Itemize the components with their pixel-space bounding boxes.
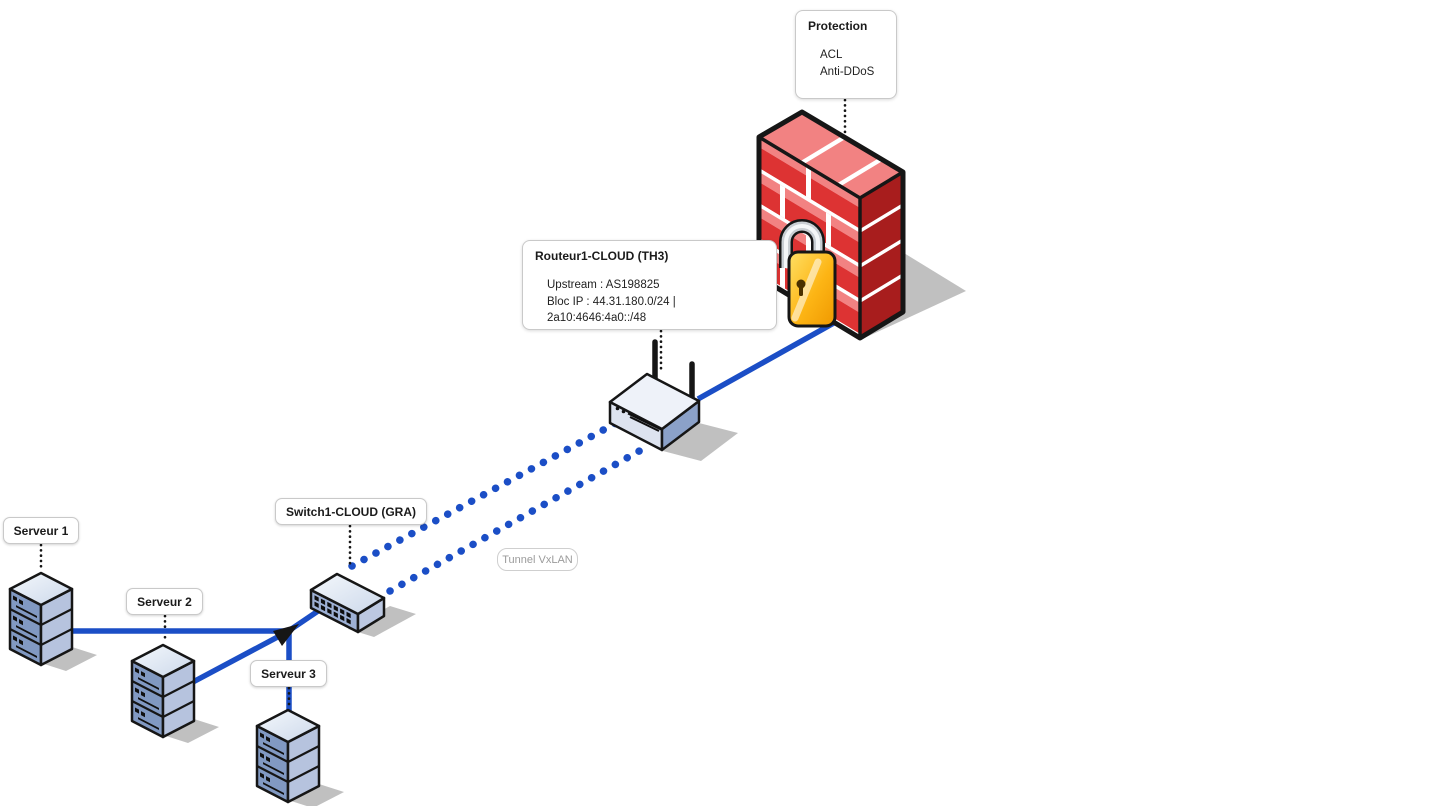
router-antennas: [652, 339, 695, 401]
tunnel-vxlan-lines: [348, 418, 654, 595]
server3-label[interactable]: Serveur 3: [250, 660, 327, 687]
server3-icon[interactable]: [255, 708, 346, 806]
padlock-keyhole: [796, 279, 806, 289]
label-connectors: [39, 98, 847, 710]
flow-arrowhead: [273, 624, 299, 646]
switch-shadow: [348, 606, 416, 637]
router-info-title: Routeur1-CLOUD (TH3): [535, 249, 669, 263]
protection-title: Protection: [808, 19, 868, 33]
tunnel-vxlan-label: Tunnel VxLAN: [497, 548, 578, 571]
router-icon[interactable]: [608, 339, 738, 461]
server2-label[interactable]: Serveur 2: [126, 588, 203, 615]
switch-label[interactable]: Switch1-CLOUD (GRA): [275, 498, 427, 525]
firewall-side-face: [860, 172, 903, 338]
server2-icon[interactable]: [130, 643, 221, 745]
network-links: [68, 307, 859, 713]
server1-label[interactable]: Serveur 1: [3, 517, 79, 544]
switch-icon[interactable]: [309, 572, 416, 637]
switch-ports: [314, 595, 351, 625]
protection-line-acl: ACL: [820, 49, 843, 61]
router-info-box[interactable]: Routeur1-CLOUD (TH3) Upstream : AS198825…: [522, 240, 777, 330]
link-server2-junction: [191, 629, 289, 685]
router-info-ip-block: Bloc IP : 44.31.180.0/24 | 2a10:4646:4a0…: [547, 295, 676, 325]
tunnel-vxlan-line-upper: [348, 418, 622, 570]
tunnel-vxlan-line-lower: [386, 441, 654, 595]
padlock-icon[interactable]: [779, 219, 837, 328]
firewall-top-face: [759, 112, 903, 198]
protection-box[interactable]: Protection ACL Anti-DDoS: [795, 10, 897, 99]
router-shadow: [663, 423, 738, 461]
protection-line-antiddos: Anti-DDoS: [820, 65, 875, 78]
router-info-upstream: Upstream : AS198825: [547, 279, 660, 291]
server1-icon[interactable]: [8, 571, 99, 673]
router-front-details: [615, 406, 662, 432]
